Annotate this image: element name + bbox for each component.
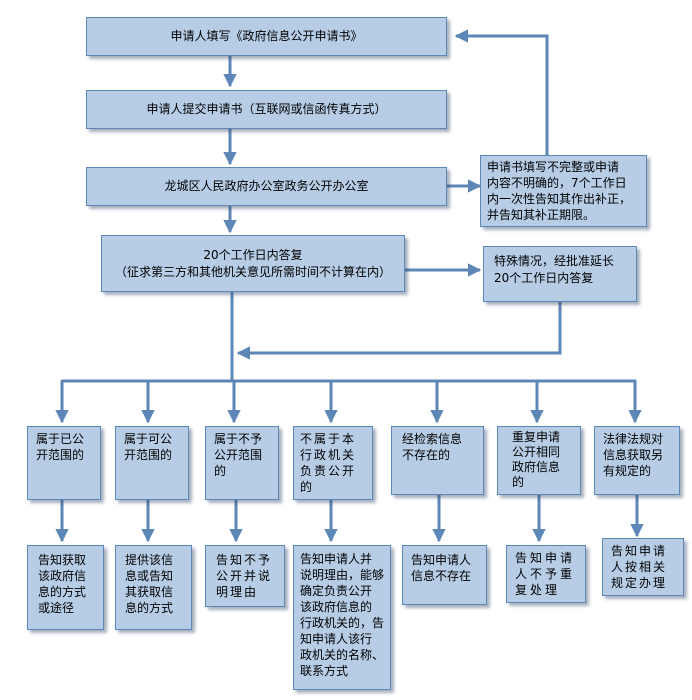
result-7-line-3: 规定办理 bbox=[611, 576, 668, 590]
category-2-line-2: 开范围的 bbox=[124, 448, 173, 462]
incomplete-line-3: 内一次性告知其作出补正， bbox=[487, 192, 632, 206]
result-no-repeat-processing: 告知申请 人不予重 复处理 bbox=[506, 545, 586, 603]
result-6-line-3: 复处理 bbox=[515, 583, 561, 597]
result-7-line-2: 人按相关 bbox=[611, 560, 668, 574]
step-fill-application: 申请人填写《政府信息公开申请书》 bbox=[86, 17, 447, 56]
category-can-be-public: 属于可公 开范围的 bbox=[115, 426, 189, 500]
result-refer-other-agency: 告知申请人并 说明理由，能够 确定负责公开 该政府信息的 行政机关的，告 知申请… bbox=[293, 545, 391, 690]
step-submit-application-text: 申请人提交申请书（互联网或信函传真方式） bbox=[146, 102, 387, 116]
incomplete-application-note: 申请书填写不完整或申请 内容不明确的，7个工作日 内一次性告知其作出补正， 并告… bbox=[480, 155, 647, 227]
result-4-line-1: 告知申请人并 bbox=[300, 552, 373, 566]
special-extension-note: 特殊情况，经批准延长 20个工作日内答复 bbox=[483, 246, 637, 302]
incomplete-line-2: 内容不明确的，7个工作日 bbox=[487, 176, 627, 190]
category-6-line-3: 政府信息 bbox=[512, 460, 561, 474]
result-2-line-1: 提供该信 bbox=[125, 553, 174, 567]
arrow-extension-return bbox=[236, 302, 562, 360]
category-2-line-1: 属于可公 bbox=[124, 432, 173, 446]
result-3-line-3: 明理由 bbox=[216, 585, 259, 599]
step-reply-line-1: 20个工作日内答复 bbox=[203, 247, 303, 262]
step-public-affairs-office-text: 龙城区人民政府办公室政务公开办公室 bbox=[164, 179, 369, 193]
result-info-not-exist: 告知申请人 信息不存在 bbox=[402, 545, 487, 605]
result-1-line-4: 或途径 bbox=[38, 601, 75, 615]
category-6-line-1: 重复申请 bbox=[512, 430, 561, 444]
step-reply-within-20-days: 20个工作日内答复 （征求第三方和其他机关意见所需时间不计算在内） bbox=[101, 235, 405, 292]
result-4-line-4: 该政府信息的 bbox=[300, 600, 373, 614]
extension-line-1: 特殊情况，经批准延长 bbox=[494, 254, 615, 268]
incomplete-line-1: 申请书填写不完整或申请 bbox=[487, 160, 620, 174]
result-3-line-1: 告知不予 bbox=[216, 553, 273, 567]
result-4-line-3: 确定负责公开 bbox=[300, 584, 373, 598]
incomplete-line-4: 并告知其补正期限。 bbox=[487, 208, 596, 222]
category-repeated-request: 重复申请 公开相同 政府信息 的 bbox=[497, 426, 581, 495]
step-submit-application: 申请人提交申请书（互联网或信函传真方式） bbox=[86, 90, 447, 129]
category-3-line-3: 的 bbox=[214, 464, 227, 478]
result-2-line-3: 其获取信 bbox=[125, 585, 174, 599]
result-provide-info: 提供该信 息或告知 其获取信 息的方式 bbox=[115, 545, 192, 630]
category-5-line-2: 不存在的 bbox=[402, 448, 451, 462]
result-1-line-1: 告知获取 bbox=[38, 553, 87, 567]
result-provide-method: 告知获取 该政府信 息的方式 或途径 bbox=[27, 545, 104, 630]
category-other-regulations: 法律法规对 信息获取另 有规定的 bbox=[594, 426, 680, 495]
category-other-agency: 不属于本 行政机关 负责公开 的 bbox=[293, 426, 373, 500]
result-4-line-5: 行政机关的，告 bbox=[300, 616, 385, 630]
result-4-line-2: 说明理由，能够 bbox=[300, 568, 385, 582]
result-follow-regulations: 告知申请 人按相关 规定办理 bbox=[602, 538, 684, 596]
result-1-line-3: 息的方式 bbox=[38, 585, 87, 599]
category-3-line-2: 公开范围 bbox=[214, 448, 263, 462]
category-1-line-1: 属于已公 bbox=[36, 432, 85, 446]
category-6-line-4: 的 bbox=[512, 475, 525, 489]
step-reply-line-2: （征求第三方和其他机关意见所需时间不计算在内） bbox=[114, 264, 391, 279]
result-6-line-2: 人不予重 bbox=[515, 567, 576, 581]
category-4-line-2: 行政机关 bbox=[300, 448, 357, 462]
category-info-not-exist: 经检索信息 不存在的 bbox=[391, 426, 484, 495]
result-7-line-1: 告知申请 bbox=[611, 544, 668, 558]
extension-line-2: 20个工作日内答复 bbox=[494, 271, 594, 285]
category-4-line-1: 不属于本 bbox=[300, 432, 357, 446]
category-7-line-1: 法律法规对 bbox=[603, 432, 664, 446]
category-1-line-2: 开范围的 bbox=[36, 448, 85, 462]
result-refuse-with-reason: 告知不予 公开并说 明理由 bbox=[205, 545, 285, 607]
result-3-line-2: 公开并说 bbox=[216, 569, 273, 583]
result-2-line-4: 息的方式 bbox=[125, 601, 174, 615]
category-7-line-3: 有规定的 bbox=[603, 464, 652, 478]
category-already-public: 属于已公 开范围的 bbox=[27, 426, 101, 500]
category-4-line-4: 的 bbox=[300, 480, 315, 494]
arrow-incomplete-feedback bbox=[454, 29, 549, 155]
step-public-affairs-office: 龙城区人民政府办公室政务公开办公室 bbox=[86, 167, 447, 206]
category-6-line-2: 公开相同 bbox=[512, 445, 561, 459]
result-2-line-2: 息或告知 bbox=[125, 569, 174, 583]
category-7-line-2: 信息获取另 bbox=[603, 448, 664, 462]
result-6-line-1: 告知申请 bbox=[515, 551, 576, 565]
result-4-line-6: 知申请人该行 bbox=[300, 632, 373, 646]
result-5-line-1: 告知申请人 bbox=[411, 553, 472, 567]
result-4-line-8: 联系方式 bbox=[300, 664, 349, 678]
category-4-line-3: 负责公开 bbox=[300, 464, 357, 478]
result-5-line-2: 信息不存在 bbox=[411, 569, 472, 583]
category-3-line-1: 属于不予 bbox=[214, 432, 263, 446]
category-5-line-1: 经检索信息 bbox=[402, 432, 463, 446]
step-fill-application-text: 申请人填写《政府信息公开申请书》 bbox=[170, 29, 363, 43]
result-1-line-2: 该政府信 bbox=[38, 569, 87, 583]
category-not-to-be-public: 属于不予 公开范围 的 bbox=[205, 426, 279, 500]
result-4-line-7: 政机关的名称、 bbox=[300, 648, 385, 662]
